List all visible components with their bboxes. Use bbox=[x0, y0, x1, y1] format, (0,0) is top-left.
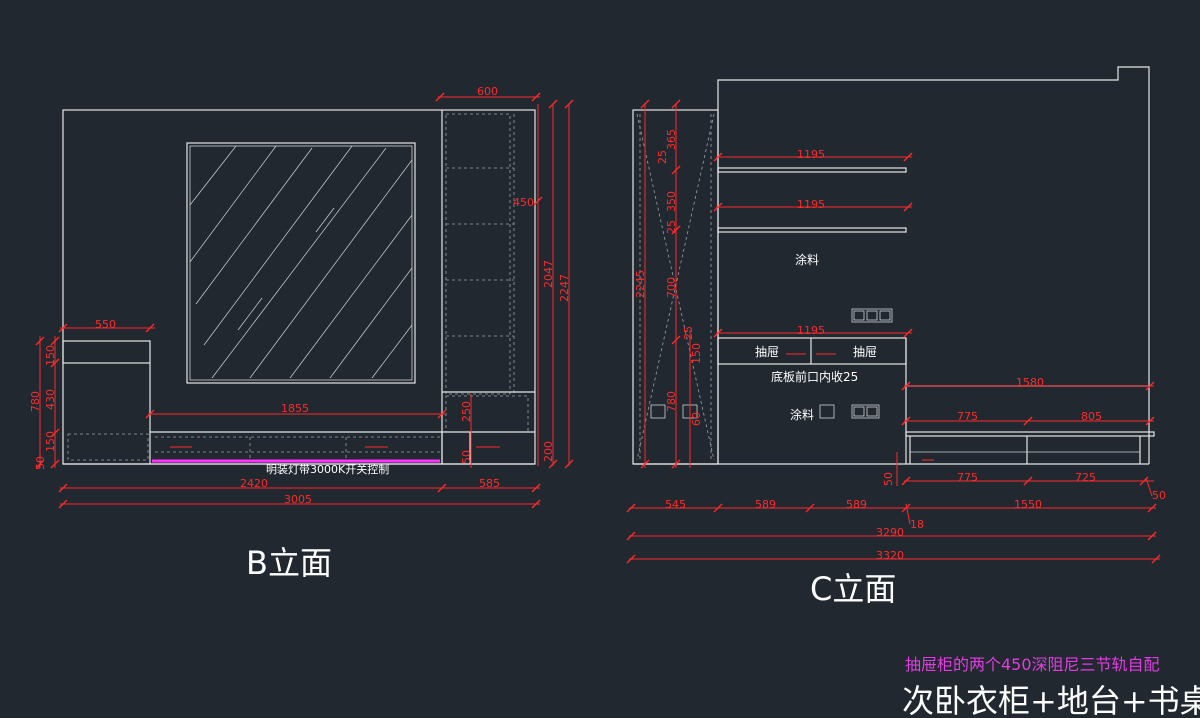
c-dim-w-3290: 3290 bbox=[876, 526, 904, 539]
b-desk-base bbox=[67, 433, 149, 461]
c-dim-v-50-left: 50 bbox=[882, 472, 895, 486]
c-dim-w-775-bot: 775 bbox=[957, 471, 978, 484]
c-dim-v-18: 18 bbox=[910, 518, 924, 531]
b-elevation: 明装灯带3000K开关控制 B立面 bbox=[62, 109, 536, 582]
c-dim-v-25: 25 bbox=[656, 150, 669, 164]
b-right-low-drawer bbox=[445, 395, 529, 433]
c-dim-w-589-a: 589 bbox=[755, 498, 776, 511]
c-dim-w-805: 805 bbox=[1081, 410, 1102, 423]
b-desk-top bbox=[62, 340, 151, 364]
c-wall-outline bbox=[717, 66, 1150, 464]
c-dim-shelf-1195-a: 1195 bbox=[797, 148, 825, 161]
c-dim-v-350: 350 bbox=[665, 191, 678, 212]
c-label-drawer-left: 抽屉 bbox=[755, 345, 779, 359]
c-dim-w-725: 725 bbox=[1075, 471, 1096, 484]
b-dim-w-3005: 3005 bbox=[284, 493, 312, 506]
drawer-hardware-note: 抽屉柜的两个450深阻尼三节轨自配 bbox=[905, 655, 1160, 674]
drawing-title: 次卧衣柜+地台+书桌 bbox=[902, 682, 1200, 718]
b-dim-v-150: 150 bbox=[44, 345, 57, 366]
c-dim-w-3320: 3320 bbox=[876, 549, 904, 562]
c-dim-w-1550: 1550 bbox=[1014, 498, 1042, 511]
c-label-paint-low: 涂料 bbox=[790, 407, 814, 422]
c-shelf-2 bbox=[717, 227, 907, 233]
b-dim-v-250: 250 bbox=[460, 401, 473, 422]
c-dim-v-700: 700 bbox=[665, 277, 678, 298]
c-label-paint-top: 涂料 bbox=[795, 252, 819, 267]
b-dim-v-50b: 50 bbox=[460, 450, 473, 464]
c-label-drawer-right: 抽屉 bbox=[853, 345, 877, 359]
c-dim-v-50-right: 50 bbox=[1152, 489, 1166, 502]
b-dim-v-430: 430 bbox=[44, 389, 57, 410]
b-dim-v-200: 200 bbox=[542, 441, 555, 462]
b-dim-w-2420: 2420 bbox=[240, 477, 268, 490]
b-mirror-outer bbox=[186, 142, 416, 384]
c-dim-v-365: 365 bbox=[665, 129, 678, 150]
c-label-bottom-note: 底板前口内收25 bbox=[771, 369, 858, 384]
b-dim-h-2047: 2047 bbox=[542, 260, 555, 288]
c-dim-w-775-top: 775 bbox=[957, 410, 978, 423]
b-dim-h-2247: 2247 bbox=[558, 274, 571, 302]
b-dim-v-50: 50 bbox=[34, 456, 47, 470]
c-platform-board bbox=[905, 431, 1155, 437]
c-dim-v-25c: 25 bbox=[682, 326, 695, 340]
c-desk-drawers bbox=[717, 337, 907, 365]
b-mirror-hatch bbox=[189, 145, 413, 379]
c-dimensions: 1195 1195 1195 2245 25 365 350 25 700 78… bbox=[626, 99, 1166, 564]
b-dim-top-600: 600 bbox=[477, 85, 498, 98]
c-dim-v-25b: 25 bbox=[665, 220, 678, 234]
c-dim-w-1580: 1580 bbox=[1016, 376, 1044, 389]
b-dim-w-1855: 1855 bbox=[281, 402, 309, 415]
c-shelf-1 bbox=[717, 167, 907, 173]
c-socket-desk bbox=[819, 404, 880, 419]
c-dim-shelf-1195-c: 1195 bbox=[797, 324, 825, 337]
c-dim-w-589-b: 589 bbox=[846, 498, 867, 511]
b-dim-w-585: 585 bbox=[479, 477, 500, 490]
b-elevation-title: B立面 bbox=[246, 544, 332, 582]
b-led-note: 明装灯带3000K开关控制 bbox=[266, 462, 389, 476]
b-mirror-inner bbox=[189, 145, 413, 381]
c-dim-v-780: 780 bbox=[665, 391, 678, 412]
b-dim-v-780: 780 bbox=[29, 391, 42, 412]
b-dim-v-150b: 150 bbox=[44, 431, 57, 452]
c-dim-shelf-1195-b: 1195 bbox=[797, 198, 825, 211]
b-right-cabinet-inner bbox=[445, 113, 511, 395]
b-dim-shelf-450: 450 bbox=[513, 196, 534, 209]
c-dim-v-60: 60 bbox=[690, 412, 703, 426]
c-dim-v-150: 150 bbox=[690, 343, 703, 364]
c-elevation-title: C立面 bbox=[810, 570, 896, 608]
b-dim-w-550: 550 bbox=[95, 318, 116, 331]
c-socket-upper bbox=[851, 308, 893, 323]
c-dim-v-2245: 2245 bbox=[634, 270, 647, 298]
c-dim-w-545: 545 bbox=[665, 498, 686, 511]
b-dimensions: 600 450 2047 200 2247 550 150 430 780 15… bbox=[29, 85, 574, 509]
